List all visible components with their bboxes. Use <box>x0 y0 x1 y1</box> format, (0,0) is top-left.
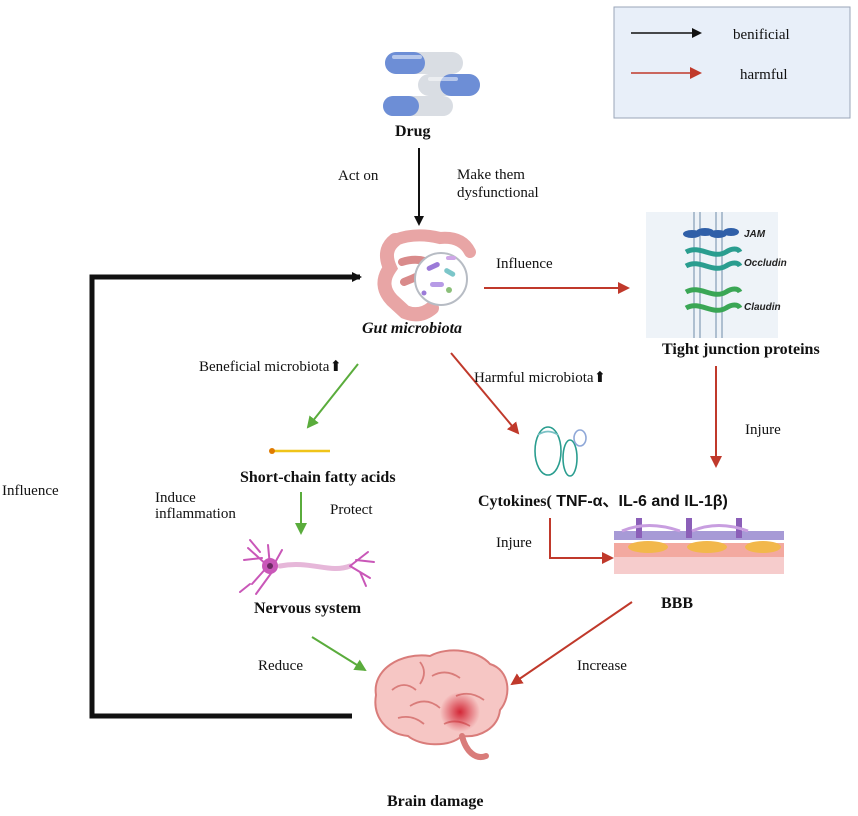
scfa-molecule-icon <box>269 448 330 454</box>
drug-label: Drug <box>395 123 431 140</box>
legend-box <box>613 6 851 119</box>
neuron-icon <box>239 539 375 595</box>
legend-beneficial-label: benificial <box>733 27 790 43</box>
beneficial-microbiota-label: Beneficial microbiota⬆ <box>199 359 342 375</box>
increase-label: Increase <box>577 658 627 674</box>
cytokines-to-bbb-arrow <box>549 518 614 564</box>
protect-label: Protect <box>330 502 373 518</box>
tight-junction-icon: JAM Occludin Claudin <box>646 212 787 338</box>
beneficial-up-arrow-icon: ⬆ <box>329 359 342 375</box>
brain-damage-label: Brain damage <box>387 793 483 810</box>
scfa-label: Short-chain fatty acids <box>240 469 396 486</box>
make-dysfunctional-label-line2: dysfunctional <box>457 185 539 201</box>
cytokine-molecule-icon <box>534 426 587 477</box>
influence-right-label: Influence <box>496 256 553 272</box>
gut-to-cytokines-arrow <box>450 352 520 435</box>
nervous-system-label: Nervous system <box>254 600 362 617</box>
jam-label: JAM <box>744 229 766 240</box>
make-dysfunctional-label-line1: Make them <box>457 167 525 183</box>
influence-left-label: Influence <box>2 483 59 499</box>
tight-junction-label: Tight junction proteins <box>662 341 820 358</box>
claudin-label: Claudin <box>744 302 781 313</box>
jam-protein-icon <box>683 228 739 238</box>
brain-icon <box>374 649 509 760</box>
bbb-to-brain-arrow <box>510 601 633 686</box>
microbiota-icon <box>414 252 468 306</box>
cytokines-label-prefix: Cytokines( <box>478 493 552 510</box>
injure-cyto-label: Injure <box>496 535 532 551</box>
legend: benificial harmful <box>613 6 851 119</box>
legend-harmful-label: harmful <box>740 67 787 83</box>
induce-label-line2: inflammation <box>155 506 236 522</box>
cytokines-label-list: TNF-α、IL-6 and IL-1β) <box>552 493 728 510</box>
reduce-label: Reduce <box>258 658 303 674</box>
act-on-label: Act on <box>338 168 379 184</box>
gut-microbiota-label: Gut microbiota <box>362 320 462 337</box>
nervous-to-brain-arrow <box>311 636 367 672</box>
injure-tj-label: Injure <box>745 422 781 438</box>
beneficial-microbiota-text: Beneficial microbiota <box>199 359 330 375</box>
occludin-label: Occludin <box>744 258 787 269</box>
harmful-microbiota-text: Harmful microbiota <box>474 370 594 386</box>
drug-capsules-icon <box>383 52 480 116</box>
brain-to-gut-feedback-arrow <box>89 272 362 719</box>
occludin-protein-icon <box>684 246 743 271</box>
cytokines-label: Cytokines( TNF-α、IL-6 and IL-1β) <box>478 493 728 510</box>
harmful-up-arrow-icon: ⬆ <box>594 370 607 386</box>
induce-label-line1: Induce <box>155 490 196 506</box>
claudin-protein-icon <box>684 286 743 313</box>
bbb-icon <box>614 518 784 574</box>
harmful-microbiota-label: Harmful microbiota⬆ <box>474 370 606 386</box>
gut-to-scfa-arrow <box>306 363 359 429</box>
bbb-label: BBB <box>661 595 693 612</box>
